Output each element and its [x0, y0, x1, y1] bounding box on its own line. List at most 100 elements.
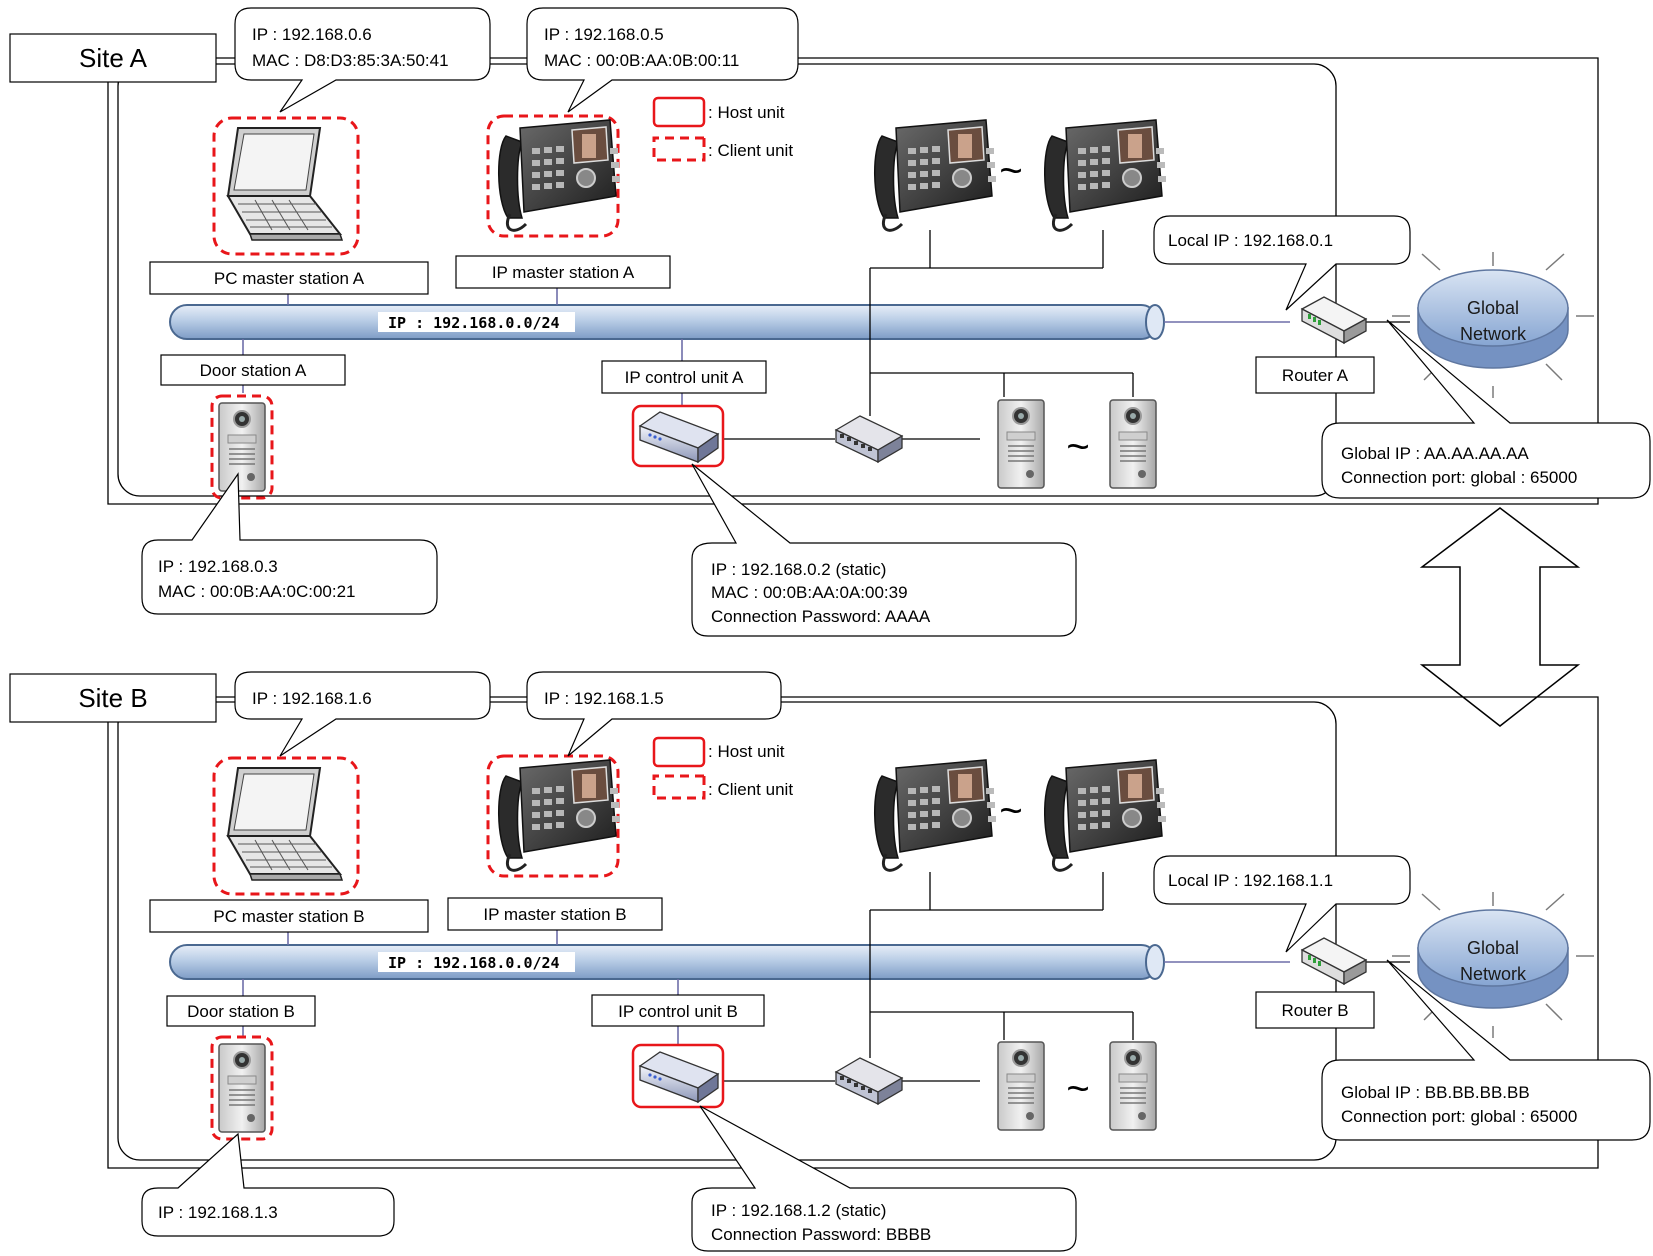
site-a-title-box	[9, 33, 217, 83]
site-a-pc-label-box	[149, 261, 429, 295]
site-b-pc-ip: IP : 192.168.1.6	[252, 689, 372, 708]
site-b-pc-callout	[234, 671, 491, 757]
site-a-legend-host-label: : Host unit	[708, 103, 785, 122]
site-a-pc-callout	[234, 7, 491, 113]
site-b-global-ip-prefix: Global IP :	[1341, 1083, 1425, 1102]
site-a-ipcu-password-prefix: Connection Password:	[711, 607, 885, 626]
site-b-global-network-line2: Network	[1460, 964, 1527, 984]
site-a-door-client-frame	[210, 394, 274, 500]
site-b-ipcu-host-frame	[631, 1043, 725, 1109]
site-a-pc-client-frame	[212, 116, 360, 256]
site-b-door-station-icon	[218, 1043, 266, 1133]
site-a-global-network-line2: Network	[1460, 324, 1527, 344]
site-a-pc-mac: MAC : D8:D3:85:3A:50:41	[252, 51, 449, 70]
site-a-pc-ip: IP : 192.168.0.6	[252, 25, 372, 44]
site-b-port-line: Connection port: global : 65000	[1341, 1107, 1577, 1126]
site-a-door-station-icon-3	[1109, 399, 1157, 489]
site-a-section: Site A IP : 192.168.0.0/24	[9, 7, 1651, 637]
site-a-ipcu-password-value: AAAA	[885, 607, 931, 626]
site-b-lan-label: IP : 192.168.0.0/24	[388, 954, 560, 972]
site-a-ipms-callout	[526, 7, 799, 113]
site-a-port-line: Connection port: global : 65000	[1341, 468, 1577, 487]
site-b-ipms-callout	[526, 671, 782, 757]
site-b-door-ip: IP : 192.168.1.3	[158, 1203, 278, 1222]
site-b-ipcu-password-prefix: Connection Password:	[711, 1225, 886, 1244]
site-a-ipms-mac: MAC : 00:0B:AA:0B:00:11	[544, 51, 739, 70]
site-a-global-ip-value: AA.AA.AA.AA	[1424, 444, 1530, 463]
site-b-ipcu-callout	[691, 1105, 1077, 1252]
site-a-ipms-label: IP master station A	[492, 263, 635, 282]
site-a-global-ip-line: Global IP : AA.AA.AA.AA	[1341, 444, 1529, 463]
site-a-ipms-ip: IP : 192.168.0.5	[544, 25, 664, 44]
site-b-door-station-icon-3	[1109, 1041, 1157, 1131]
site-b-port-value: 65000	[1530, 1107, 1577, 1126]
site-a-legend-host-swatch	[652, 96, 706, 128]
site-a-legend-client-label: : Client unit	[708, 141, 793, 160]
site-a-ipcu-password: Connection Password: AAAA	[711, 607, 931, 626]
site-a-ip-phone-icon-2	[873, 118, 998, 232]
site-a-door-label: Door station A	[200, 361, 307, 380]
site-a-ipcu-label-box	[601, 360, 767, 394]
site-a-laptop-icon	[227, 127, 343, 241]
site-b-phone-range-tilde: ~	[999, 789, 1022, 833]
site-b-switch-hub-icon	[835, 1057, 903, 1105]
site-b-title-box	[9, 673, 217, 723]
site-a-ipcu-callout	[691, 463, 1077, 637]
site-b-door-range-tilde: ~	[1066, 1067, 1089, 1111]
site-a-pc-label: PC master station A	[214, 269, 365, 288]
site-a-lan-label: IP : 192.168.0.0/24	[388, 314, 560, 332]
site-b-router-label: Router B	[1281, 1001, 1348, 1020]
site-b-router-icon	[1301, 937, 1367, 985]
site-a-door-mac: MAC : 00:0B:AA:0C:00:21	[158, 582, 356, 601]
site-b-outer-frame	[107, 696, 1599, 1169]
site-a-door-ip: IP : 192.168.0.3	[158, 557, 278, 576]
site-b-door-label-box	[166, 995, 316, 1027]
site-b-pc-label: PC master station B	[213, 907, 364, 926]
site-a-router-icon	[1301, 296, 1367, 344]
site-b-door-callout	[141, 1132, 395, 1237]
site-b-pc-client-frame	[212, 756, 360, 896]
site-a-ipms-label-box	[455, 255, 671, 289]
site-b-port-prefix: Connection port: global :	[1341, 1107, 1530, 1126]
site-a-door-station-icon	[218, 402, 266, 492]
site-b-laptop-icon	[227, 767, 343, 881]
site-b-ipcu-label-box	[591, 994, 765, 1027]
site-b-router-local-callout	[1153, 855, 1411, 953]
site-b-global-ip-line: Global IP : BB.BB.BB.BB	[1341, 1083, 1530, 1102]
site-b-ipcu-ip: IP : 192.168.1.2 (static)	[711, 1201, 886, 1220]
site-b-router-local-ip: Local IP : 192.168.1.1	[1168, 871, 1333, 890]
site-a-router-local-ip: Local IP : 192.168.0.1	[1168, 231, 1333, 250]
site-b-lan-pipe: IP : 192.168.0.0/24	[169, 944, 1165, 980]
site-a-door-range-tilde: ~	[1066, 425, 1089, 469]
site-a-ipcu-host-frame	[631, 404, 725, 468]
site-b-global-network-line1: Global	[1467, 938, 1519, 958]
site-a-global-callout	[1321, 319, 1651, 499]
site-a-ipcu-mac: MAC : 00:0B:AA:0A:00:39	[711, 583, 908, 602]
site-a-port-value: 65000	[1530, 468, 1577, 487]
site-b-legend-host-label: : Host unit	[708, 742, 785, 761]
site-a-switch-hub-icon	[835, 415, 903, 463]
site-b-ip-phone-icon	[497, 758, 622, 872]
site-a-outer-frame	[107, 57, 1599, 505]
site-b-section: Site B IP : 192.168.0.0/24	[9, 671, 1651, 1252]
site-b-ip-control-unit-icon	[639, 1051, 719, 1103]
site-b-door-label: Door station B	[187, 1002, 295, 1021]
site-a-ip-control-unit-icon	[639, 411, 719, 463]
site-a-legend-client-swatch	[652, 136, 706, 162]
site-b-connections	[242, 872, 1410, 1082]
site-b-ip-phone-icon-2	[873, 758, 998, 872]
site-a-router-label: Router A	[1282, 366, 1349, 385]
site-a-title: Site A	[79, 43, 148, 73]
site-b-ipcu-password-value: BBBB	[886, 1225, 931, 1244]
site-b-door-client-frame	[210, 1035, 274, 1141]
site-b-ipms-label: IP master station B	[483, 905, 626, 924]
site-a-ipcu-ip: IP : 192.168.0.2 (static)	[711, 560, 886, 579]
site-a-port-prefix: Connection port: global :	[1341, 468, 1530, 487]
site-b-title: Site B	[78, 683, 147, 713]
site-a-door-callout	[141, 472, 438, 615]
site-a-router-local-callout	[1153, 215, 1411, 311]
site-a-door-station-icon-2	[997, 399, 1045, 489]
site-b-ip-phone-icon-3	[1043, 758, 1168, 872]
site-a-phone-range-tilde: ~	[999, 149, 1022, 193]
